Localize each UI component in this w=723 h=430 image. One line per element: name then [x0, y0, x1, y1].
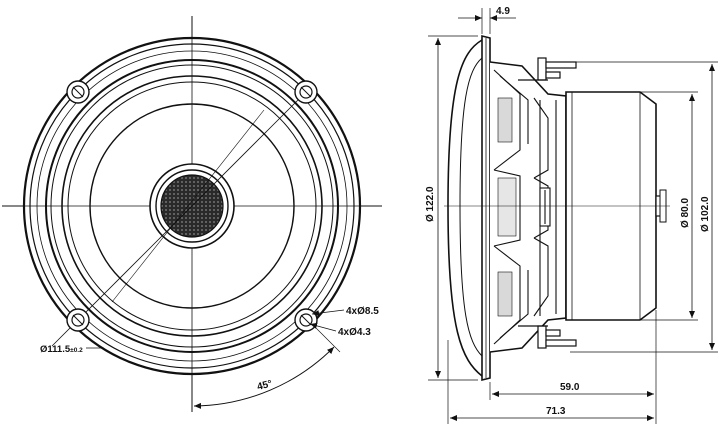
- mount-hole-top-right: [294, 80, 318, 104]
- basket-spokes: [493, 69, 557, 345]
- dim-depth-frame: 59.0: [560, 382, 580, 393]
- leader-hole-inner: [309, 322, 337, 332]
- mount-hole-bottom-right: [294, 308, 318, 332]
- label-mount-hole-outer: 4xØ8.5: [346, 306, 379, 317]
- mount-hole-top-left: [66, 80, 90, 104]
- terminal-top: [518, 57, 577, 81]
- dim-outer-diameter: Ø 122.0: [425, 186, 436, 222]
- leader-hole-outer: [311, 309, 345, 317]
- dim-frame-diameter: Ø 102.0: [700, 196, 711, 232]
- angle-dimension-arc: [193, 346, 335, 409]
- label-angle: 45°: [256, 379, 273, 393]
- diagonal-line-b: [111, 109, 265, 303]
- side-view: 4.9 Ø 122.0 Ø 80.0 Ø 102.0 59.0 71.3: [425, 6, 718, 424]
- dim-magnet-diameter: Ø 80.0: [680, 198, 691, 228]
- diagonal-reference-line: [51, 89, 309, 347]
- label-bolt-circle: Ø111.5±0.2: [40, 344, 83, 355]
- mount-hole-bottom-left: [66, 308, 90, 332]
- cone-profile: [447, 39, 483, 377]
- dim-depth-total: 71.3: [546, 406, 566, 417]
- terminal-bottom: [518, 325, 577, 349]
- dim-flange-thickness: 4.9: [496, 6, 510, 17]
- front-view: 4xØ8.5 4xØ4.3 Ø111.5±0.2 45°: [2, 16, 382, 412]
- label-mount-hole-inner: 4xØ4.3: [338, 327, 371, 338]
